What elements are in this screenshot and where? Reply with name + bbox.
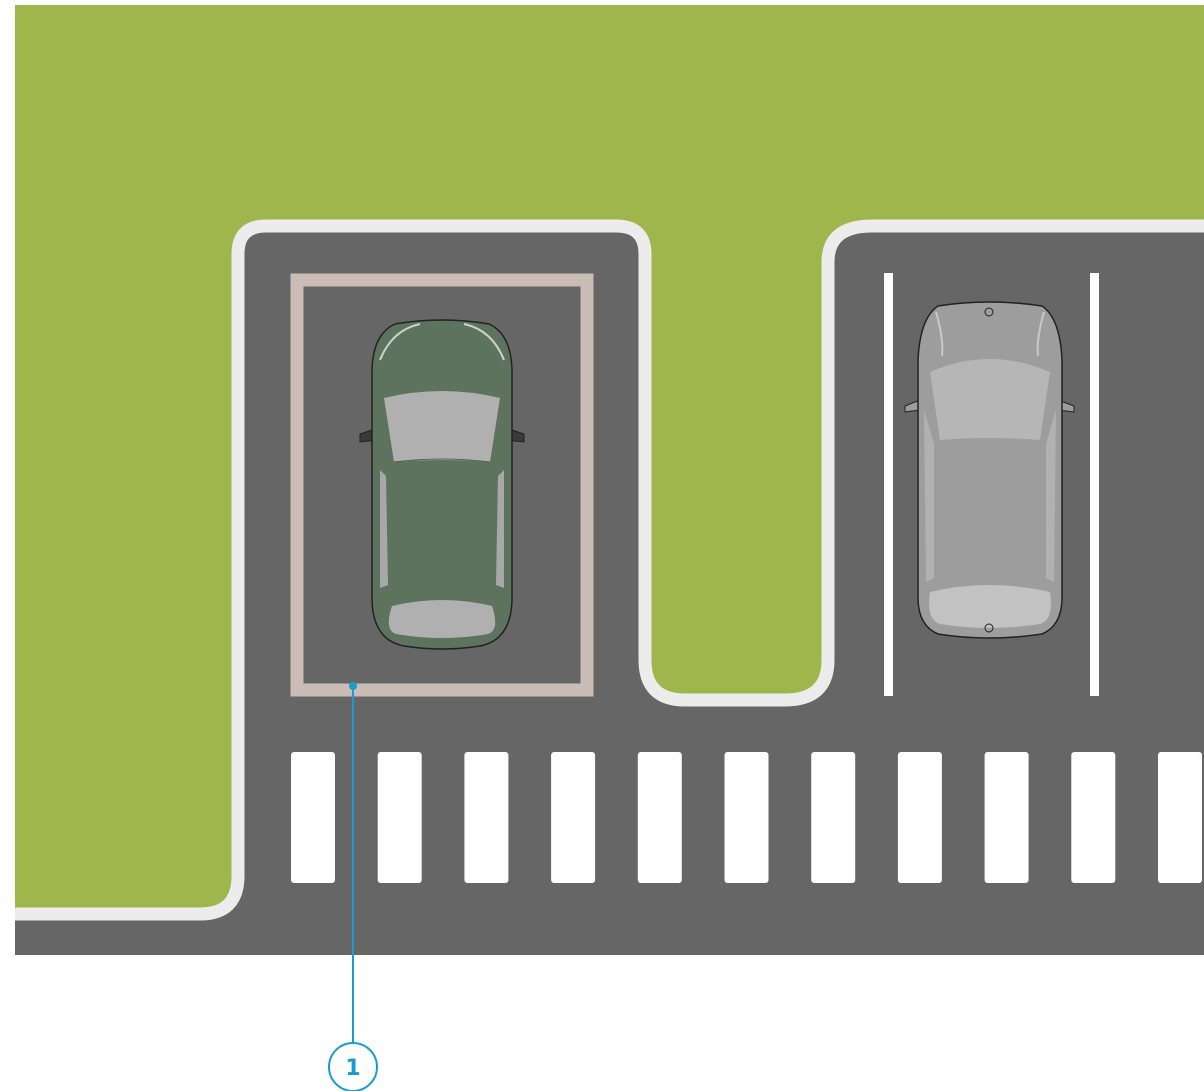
parked-car <box>905 302 1074 638</box>
crosswalk-stripe <box>464 752 508 883</box>
crosswalk-stripe <box>898 752 942 883</box>
crosswalk-stripe <box>985 752 1029 883</box>
crosswalk-stripe <box>811 752 855 883</box>
crosswalk-stripe <box>1071 752 1115 883</box>
crosswalk-stripe <box>551 752 595 883</box>
crosswalk-stripe <box>725 752 769 883</box>
crosswalk-stripe <box>638 752 682 883</box>
parking-line-right <box>1090 273 1099 696</box>
callout-number: 1 <box>345 1056 360 1081</box>
parking-line-left <box>884 273 893 696</box>
crosswalk-stripe <box>1158 752 1202 883</box>
highlighted-car <box>360 320 524 649</box>
crosswalk-stripe <box>378 752 422 883</box>
crosswalk-stripe <box>291 752 335 883</box>
